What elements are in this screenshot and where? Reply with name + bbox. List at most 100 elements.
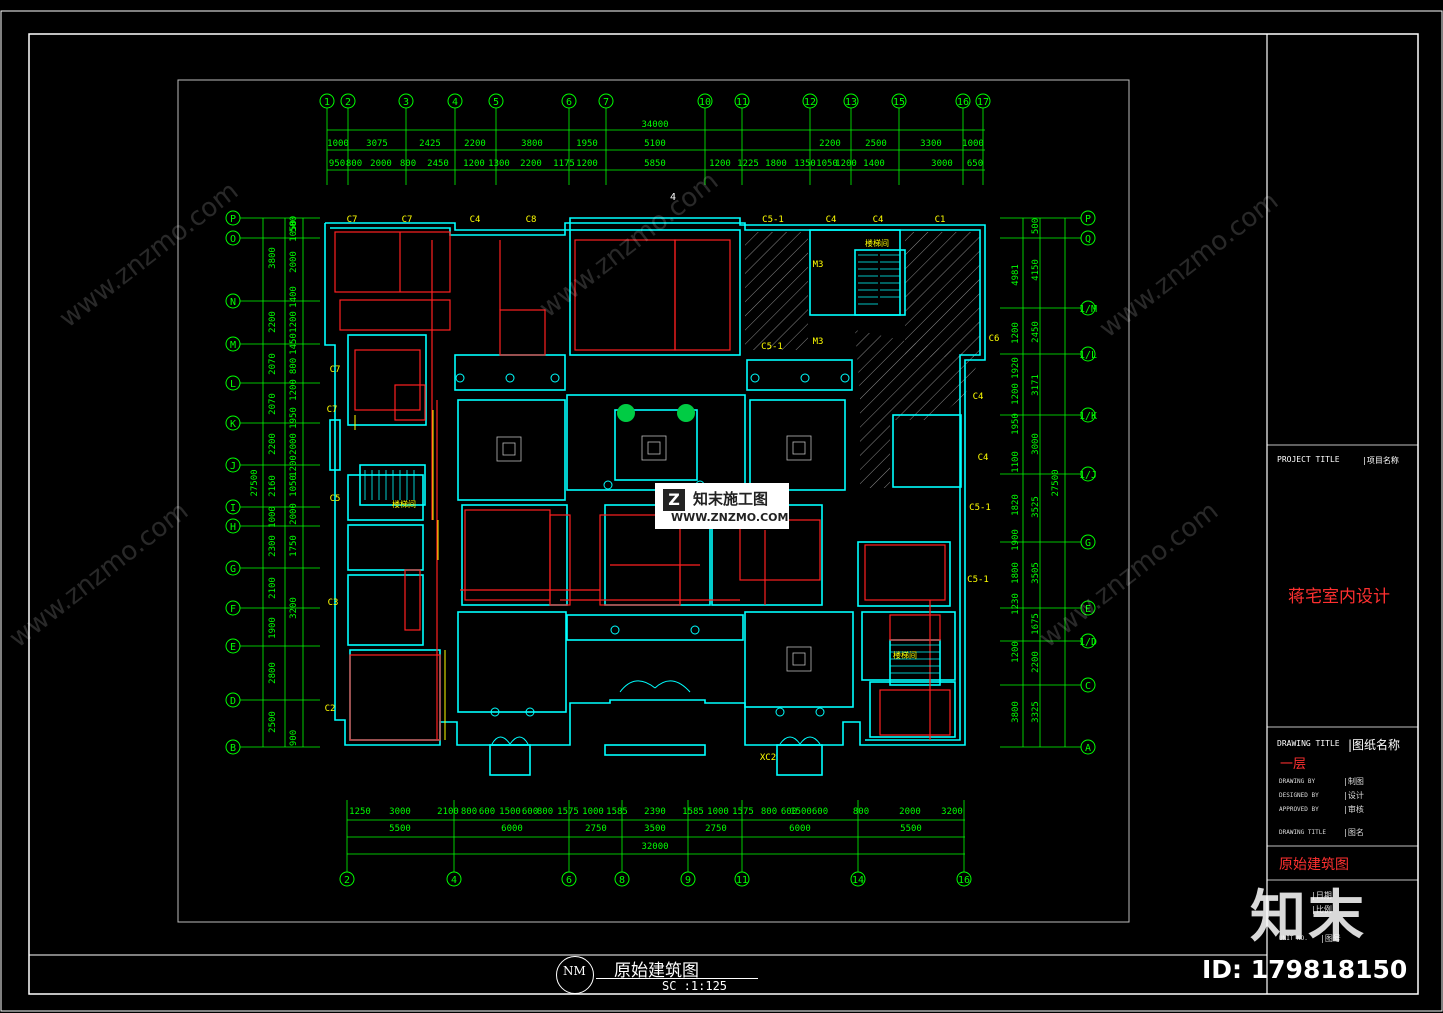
bottom-axis-2: 2	[344, 875, 350, 886]
right-axis-C: C	[1085, 681, 1091, 692]
top-dim-row2: 1175	[553, 159, 575, 169]
top-dim-row2: 1225	[737, 159, 759, 169]
scale-value: |比例	[1311, 905, 1332, 914]
top-axis-11: 11	[736, 97, 748, 108]
bottom-axis-11: 11	[736, 875, 748, 886]
bottom-dim-row1: 1000	[582, 807, 604, 817]
right-dim-inner: 4150	[1031, 259, 1041, 281]
drawing-title2-label: DRAWING TITLE	[1279, 829, 1326, 836]
title-badge	[556, 956, 594, 994]
top-axis-12: 12	[804, 97, 816, 108]
top-axis-7: 7	[603, 97, 609, 108]
top-dim-row2: 1800	[765, 159, 787, 169]
overall-left-dim: 27500	[250, 469, 260, 496]
window-label-C5-1: C5-1	[761, 342, 783, 352]
top-dim-row2: 950	[329, 159, 345, 169]
right-dim-outer: 1820	[1011, 494, 1021, 516]
left-dim-inner: 2000	[289, 251, 299, 273]
left-axis-M: M	[230, 340, 236, 351]
right-dim-outer: 1200	[1011, 322, 1021, 344]
bottom-dim-row1: 600	[479, 807, 495, 817]
left-dim-outer: 2100	[268, 577, 278, 599]
window-label-C4: C4	[973, 392, 984, 402]
window-label-C1: C1	[935, 215, 946, 225]
window-label-C7: C7	[327, 405, 338, 415]
right-dim-outer: 1200	[1011, 383, 1021, 405]
left-axis-G: G	[230, 564, 236, 575]
top-axis-15: 15	[893, 97, 905, 108]
window-label-C8: C8	[526, 215, 537, 225]
designed-by-label: DESIGNED BY	[1279, 792, 1319, 799]
brand-watermark: Z 知末施工图 WWW.ZNZMO.COM	[655, 483, 789, 529]
bottom-dim-row1: 1585	[606, 807, 628, 817]
unit-value: |图号	[1320, 934, 1341, 943]
bottom-dim-row1: 800	[761, 807, 777, 817]
bottom-dim-row1: 800	[461, 807, 477, 817]
window-label-C7: C7	[330, 365, 341, 375]
window-label-C4: C4	[873, 215, 884, 225]
bottom-dim-row2: 2750	[585, 824, 607, 834]
overall-bottom-dim: 32000	[641, 842, 668, 852]
top-dim-row2: 1200	[463, 159, 485, 169]
top-dim-row1: 2200	[464, 139, 486, 149]
top-dim-row1: 3800	[521, 139, 543, 149]
top-axis-10: 10	[699, 97, 711, 108]
right-axis-G: G	[1085, 538, 1091, 549]
right-dim-inner: 2200	[1031, 651, 1041, 673]
left-dim-outer: 2800	[268, 662, 278, 684]
left-axis-I: I	[230, 503, 236, 514]
bottom-dim-row1: 2100	[437, 807, 459, 817]
stairs	[364, 254, 940, 674]
window-label-M3: M3	[813, 260, 824, 270]
drawing-name: 原始建筑图	[1279, 857, 1349, 873]
drawing-title-value: |图纸名称	[1348, 738, 1401, 752]
window-label-C5: C5	[330, 494, 341, 504]
bottom-axis-9: 9	[685, 875, 691, 886]
top-axis-16: 16	[957, 97, 969, 108]
left-dim-inner: 2000	[289, 503, 299, 525]
left-dim-outer: 2200	[268, 311, 278, 333]
top-dim-row1: 3075	[366, 139, 388, 149]
bottom-axis-4: 4	[451, 875, 457, 886]
right-dim-inner: 1675	[1031, 613, 1041, 635]
bottom-dim-row1: 1575	[557, 807, 579, 817]
columns	[455, 373, 850, 717]
left-dim-outer: 1000	[268, 506, 278, 528]
bottom-dim-row2: 2750	[705, 824, 727, 834]
left-dim-inner: 1050	[289, 475, 299, 497]
right-dim-inner: 3525	[1031, 496, 1041, 518]
right-axis-1/D: 1/D	[1079, 637, 1097, 648]
bottom-axis-8: 8	[619, 875, 625, 886]
top-dim-row1: 3300	[920, 139, 942, 149]
date-value: |日期	[1311, 891, 1332, 900]
top-dim-row2: 2000	[370, 159, 392, 169]
brand-logo-icon: Z	[663, 489, 685, 511]
left-dim-inner: 1050	[289, 220, 299, 242]
annotations	[354, 410, 446, 740]
left-dim-outer: 3800	[268, 247, 278, 269]
top-dim-row2: 2450	[427, 159, 449, 169]
window-label-M3: M3	[813, 337, 824, 347]
drawn-by-label: DRAWING BY	[1279, 778, 1316, 785]
bottom-dim-row1: 2000	[899, 807, 921, 817]
left-axis-P: P	[230, 214, 236, 225]
right-dim-inner: 500	[1031, 218, 1041, 234]
bottom-dim-row2: 3500	[644, 824, 666, 834]
window-label-C5-1: C5-1	[762, 215, 784, 225]
room-label: 楼梯间	[893, 650, 917, 660]
window-label-C5-1: C5-1	[967, 575, 989, 585]
title-badge-text: NM	[563, 964, 586, 978]
left-dim-inner: 2000	[289, 433, 299, 455]
room-label: 楼梯间	[865, 238, 889, 248]
right-dim-inner: 3171	[1031, 374, 1041, 396]
designed-by-value: |设计	[1343, 791, 1364, 800]
bottom-dim-row2: 5500	[389, 824, 411, 834]
left-axis-D: D	[230, 696, 236, 707]
bottom-dimension-lines	[347, 819, 965, 855]
bottom-axis-16: 16	[958, 875, 970, 886]
top-dim-row2: 5850	[644, 159, 666, 169]
top-marker: 4	[670, 192, 676, 203]
top-dim-row1: 1950	[576, 139, 598, 149]
right-axis-1/J: 1/J	[1079, 470, 1097, 481]
bottom-axis-6: 6	[566, 875, 572, 886]
